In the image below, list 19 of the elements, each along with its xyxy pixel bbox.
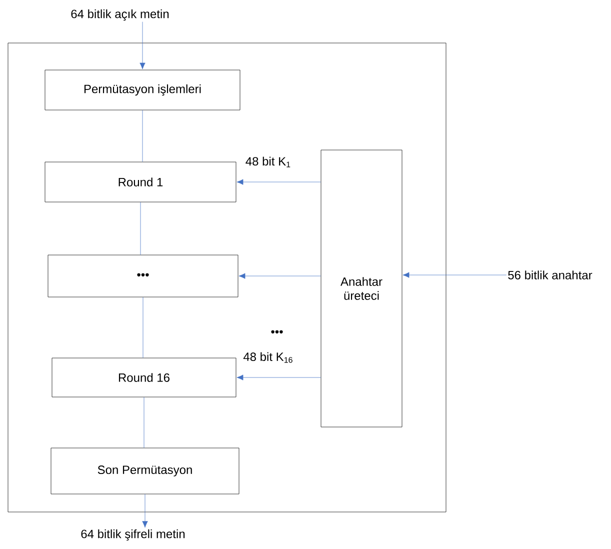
outer-frame: [8, 42, 446, 512]
round-box: Round 1: [44, 162, 236, 202]
process-box: Permütasyon işlemleri: [44, 70, 240, 110]
process-box: Son Permütasyon: [50, 448, 240, 494]
arrow: [140, 22, 146, 70]
edge-label: 48 bit K$_{1}$: [246, 156, 290, 168]
arrow: [236, 179, 321, 185]
ellipsis: •••: [271, 330, 283, 334]
edge-label: 48 bit K$_{16}$: [243, 352, 292, 363]
arrow: [236, 374, 321, 380]
arrow: [142, 494, 148, 528]
io-label: 64 bitlik açık metin: [71, 9, 169, 21]
io-label: 56 bitlik anahtar: [508, 270, 592, 280]
arrow: [402, 272, 507, 278]
round-box: Round 16: [52, 358, 236, 398]
arrow: [238, 273, 321, 279]
key-generator-box: Anahtar üreteci: [320, 150, 402, 428]
io-label: 64 bitlik şifreli metin: [81, 529, 185, 541]
round-box: •••: [48, 254, 238, 298]
